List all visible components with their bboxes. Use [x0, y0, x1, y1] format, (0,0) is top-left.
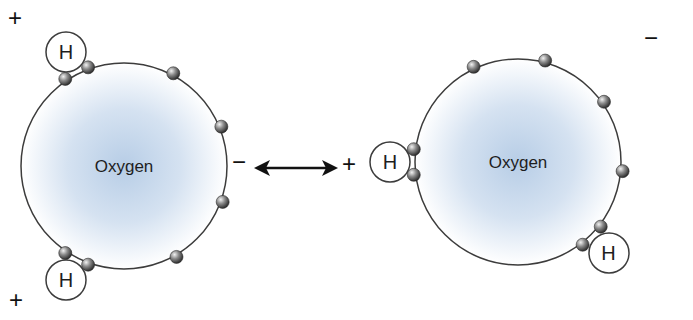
hydrogen-atom: H [45, 31, 87, 73]
electron [407, 143, 420, 156]
atom-circle [415, 59, 621, 265]
electron [167, 67, 180, 80]
electron-group [59, 54, 629, 271]
electron [467, 60, 480, 73]
atom-symbol: Oxygen [489, 154, 548, 171]
atom-circle [46, 32, 86, 72]
electron [170, 250, 183, 263]
charge-sign: − [232, 150, 246, 174]
electron [59, 247, 72, 260]
electron [616, 165, 629, 178]
atom-symbol: H [383, 152, 397, 172]
atom-circle [370, 142, 410, 182]
hydrogen-atom: H [588, 232, 630, 274]
electron [59, 72, 72, 85]
electron [82, 258, 95, 271]
oxygen-atom: Oxygen [20, 62, 228, 270]
atom-symbol: H [59, 42, 73, 62]
charge-sign: + [342, 152, 356, 176]
charge-sign: − [644, 26, 658, 50]
atom-symbol: Oxygen [95, 158, 154, 175]
charge-sign: + [8, 6, 22, 30]
charge-sign: + [9, 288, 23, 312]
electron [576, 238, 589, 251]
resonance-arrow [254, 160, 338, 176]
atom-circle [21, 63, 227, 269]
electron [82, 61, 95, 74]
atom-symbol: H [601, 243, 615, 263]
atom-symbol: H [59, 270, 73, 290]
hydrogen-atom: H [45, 259, 87, 301]
electron [539, 54, 552, 67]
electron [407, 168, 420, 181]
electron [598, 95, 611, 108]
electron [594, 220, 607, 233]
electron [216, 195, 229, 208]
hydrogen-atom: H [369, 141, 411, 183]
atom-circle [589, 233, 629, 273]
electron [215, 120, 228, 133]
oxygen-atom: Oxygen [414, 58, 622, 266]
atom-circle [46, 260, 86, 300]
